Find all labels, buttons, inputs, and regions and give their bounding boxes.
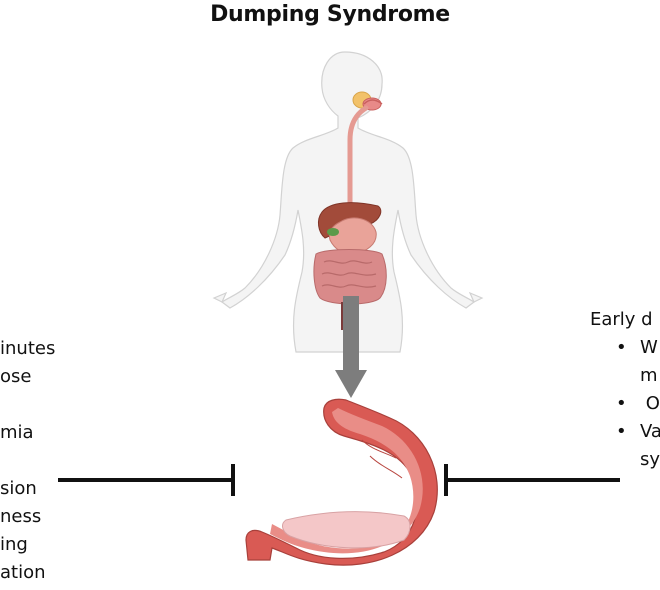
intestines [313, 249, 387, 305]
left-inhibitor-line [58, 464, 235, 496]
diagram-title: Dumping Syndrome [210, 2, 450, 27]
left-line: ation [0, 562, 46, 583]
right-heading: Early d [590, 309, 653, 330]
left-line: ose [0, 366, 32, 387]
left-line: ness [0, 506, 42, 527]
left-line [0, 447, 55, 475]
right-bullet-list: W m O Va sy [590, 334, 660, 474]
left-line: inutes [0, 338, 56, 359]
left-line: mia [0, 422, 34, 443]
bullet-item: W m [590, 334, 660, 390]
bullet-item: O [590, 390, 660, 418]
gallbladder [327, 228, 339, 236]
right-side-text: Early d W m O Va sy [590, 306, 660, 474]
down-arrow [335, 296, 367, 398]
left-line: sion [0, 478, 37, 499]
left-line [0, 391, 55, 419]
left-line: ing [0, 534, 28, 555]
stomach-large [245, 398, 438, 566]
bullet-item: Va sy [590, 418, 660, 474]
right-inhibitor-line [444, 464, 620, 496]
left-side-text: inutes ose mia sion ness ing ation [0, 335, 55, 587]
esophagus [347, 105, 369, 215]
